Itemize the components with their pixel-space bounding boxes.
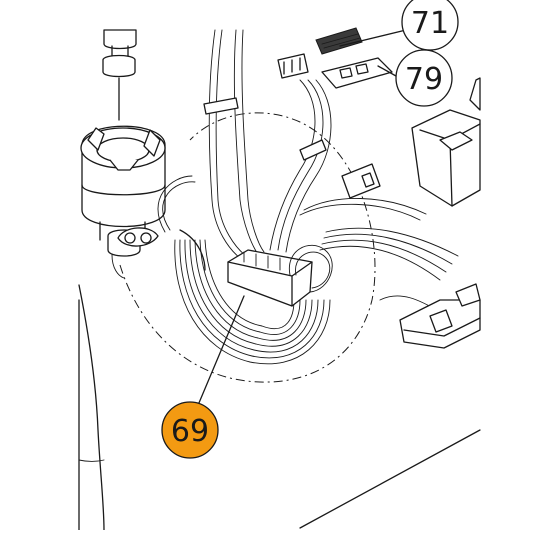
- shaft-nut: [102, 29, 137, 121]
- circuit-board-79: [321, 57, 393, 89]
- dashed-loop: [119, 112, 376, 383]
- left-housing-wall: [78, 284, 105, 531]
- callout-79: 79: [395, 49, 453, 107]
- crop-mask-bottom: [0, 530, 560, 560]
- callout-79-label: 79: [405, 62, 443, 97]
- callout-71-label: 71: [411, 6, 449, 41]
- right-bracket: [399, 283, 481, 349]
- switch-housing: [411, 77, 481, 207]
- small-connector-left: [277, 53, 309, 79]
- callout-69: 69: [161, 401, 219, 459]
- mid-connector: [341, 163, 381, 199]
- leader-lines: [195, 29, 407, 411]
- crop-mask-right: [482, 0, 560, 560]
- callout-71: 71: [401, 0, 459, 51]
- wire-harness-bundle: [157, 175, 331, 365]
- wire-clip: [111, 227, 159, 279]
- upper-wires: [203, 29, 332, 259]
- base-plate-edge: [299, 429, 481, 529]
- small-connector-71: [315, 27, 363, 55]
- right-wire-coil: [288, 198, 459, 313]
- callout-69-label: 69: [171, 414, 209, 449]
